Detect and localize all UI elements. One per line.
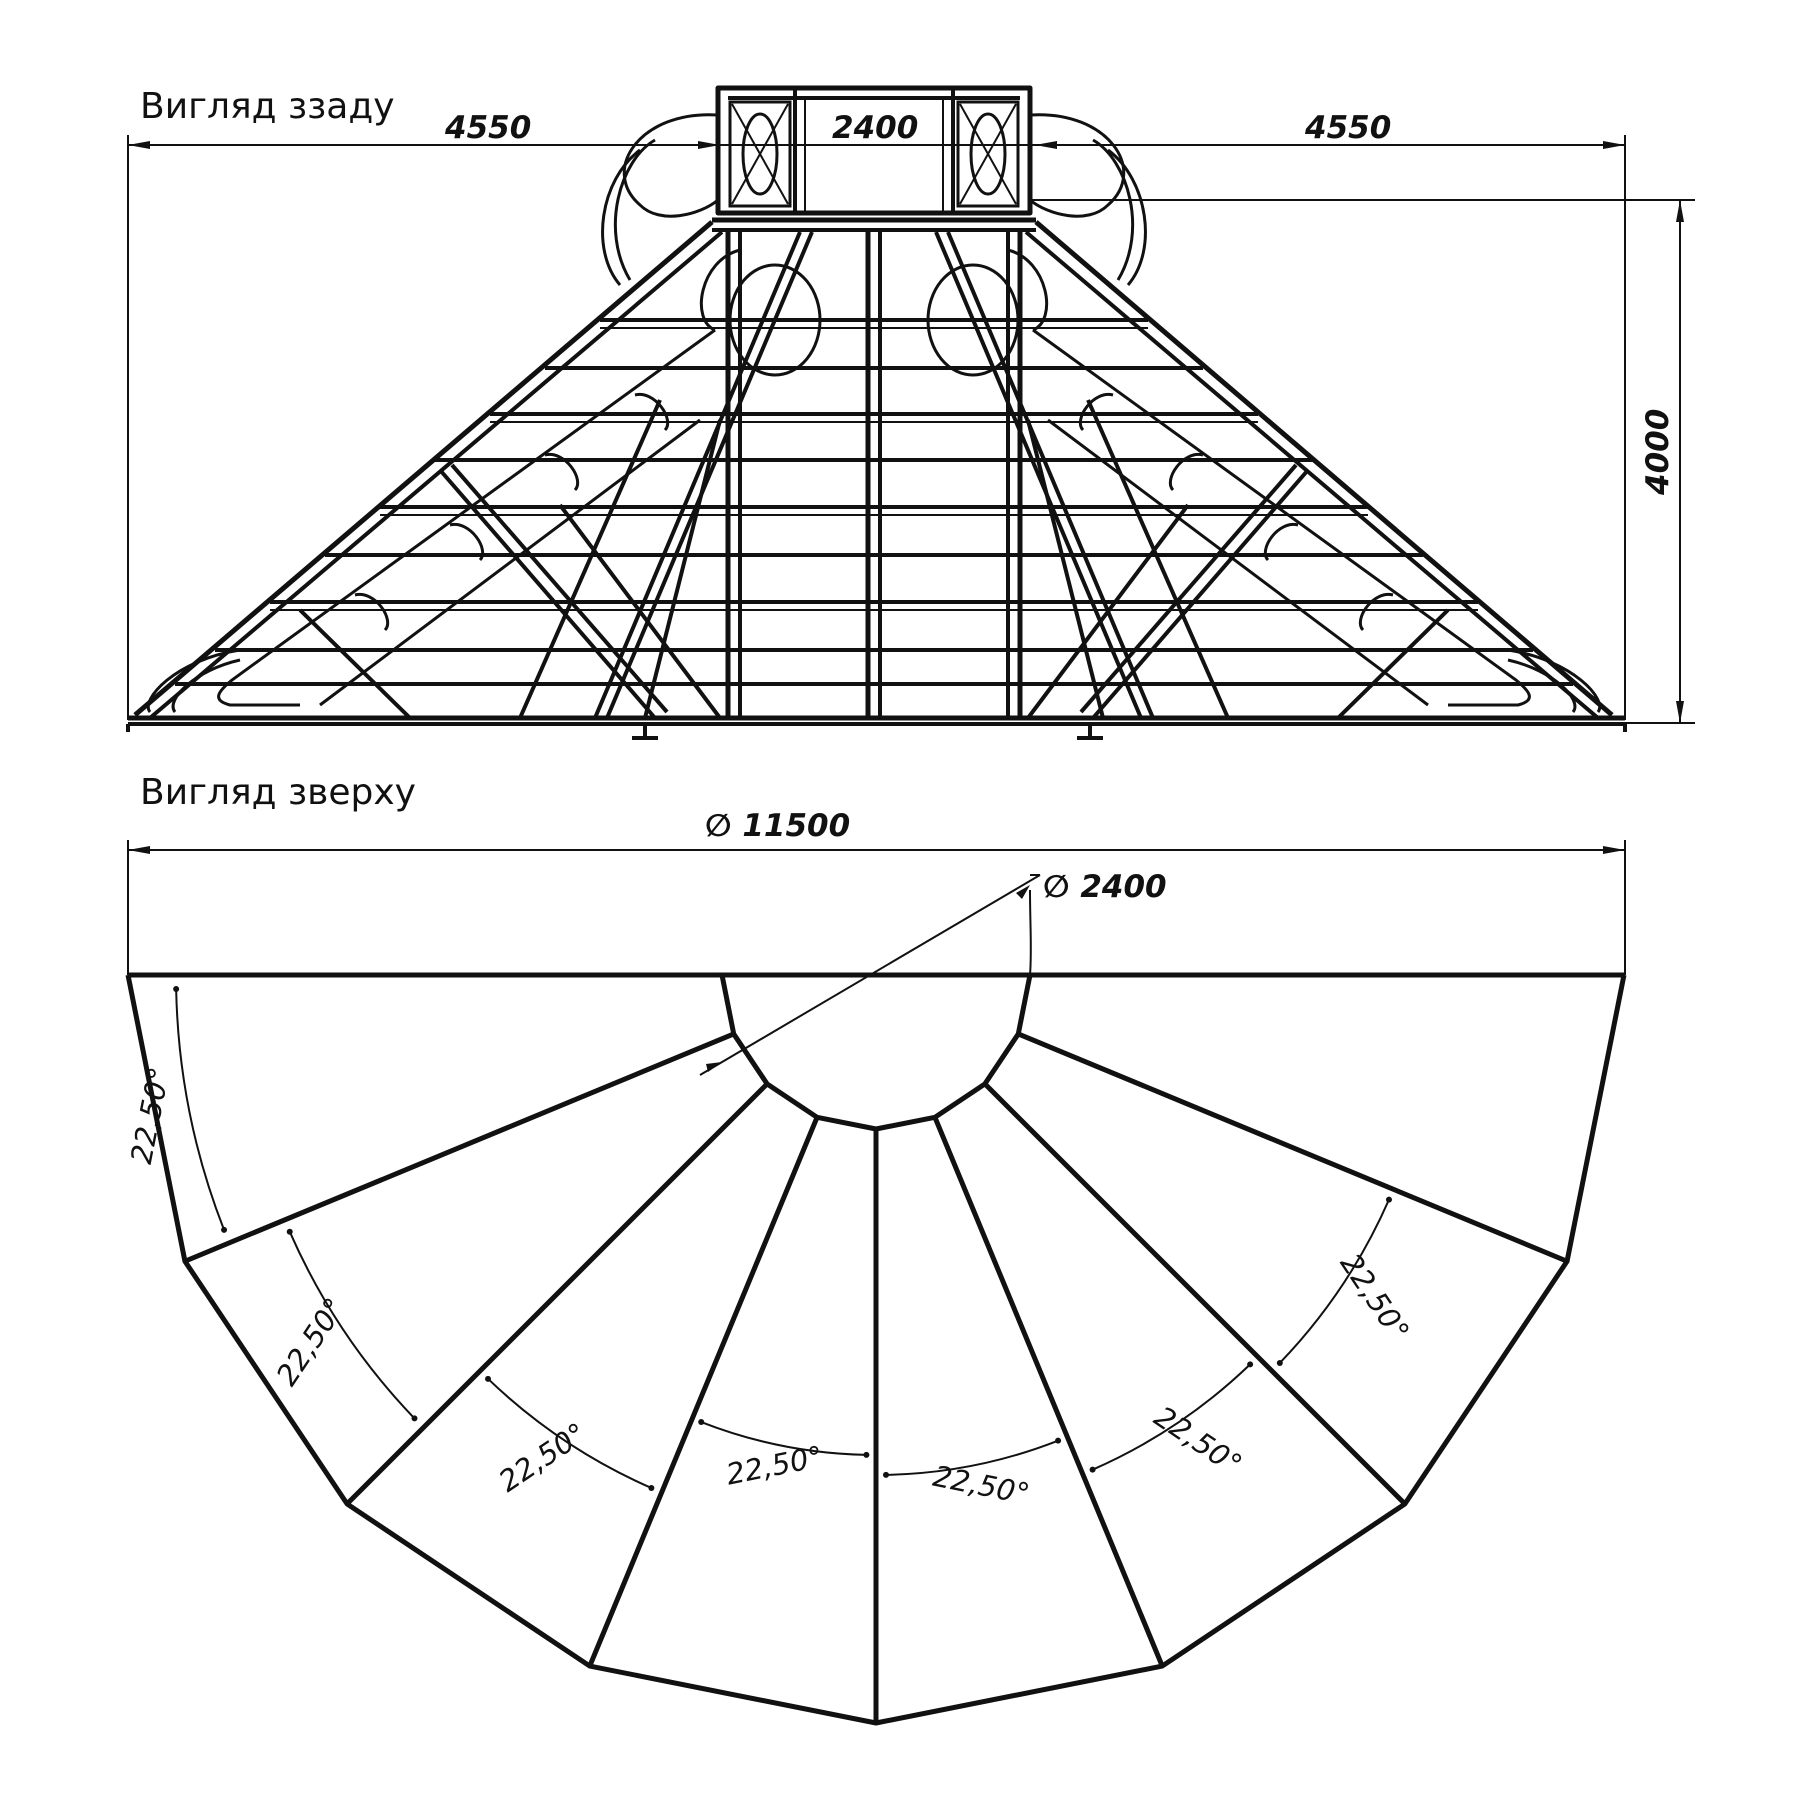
dim-center-width: 2400: [832, 110, 918, 146]
angle-arrow-tip: [1089, 1466, 1096, 1473]
angle-label: 22,50°: [124, 1064, 176, 1166]
angle-arc: [175, 988, 225, 1231]
angle-arrow-tip: [698, 1419, 705, 1426]
sector-divider: [983, 1082, 1407, 1506]
sector-divider: [1017, 1031, 1569, 1264]
angle-arc: [1279, 1199, 1390, 1364]
dim-outer-diameter: ∅ 11500: [705, 808, 850, 844]
angle-arc: [700, 1421, 867, 1456]
angle-arrow-tip: [1247, 1361, 1254, 1368]
dim-inner-diameter: ∅ 2400: [1043, 869, 1167, 905]
angle-arc: [1092, 1363, 1251, 1471]
angle-label: 22,50°: [1334, 1247, 1416, 1347]
dim-left-width: 4550: [444, 110, 531, 146]
angle-dimensions: 22,50° 22,50° 22,50° 22,50° 22,50° 22,50° 22,5…: [124, 985, 1416, 1511]
angle-arrow-tip: [173, 985, 180, 992]
angle-arrow-tip: [411, 1415, 418, 1422]
inner-diameter-dimension: ∅ 2400: [699, 869, 1167, 1076]
angle-arrow-tip: [648, 1484, 655, 1491]
sector-divider: [587, 1116, 820, 1668]
sector-divider: [932, 1116, 1165, 1668]
dim-height: 4000: [1640, 409, 1676, 496]
angle-label: 22,50°: [930, 1459, 1032, 1511]
outer-diameter-dimension: ∅ 11500: [127, 808, 1626, 975]
sector-divider: [183, 1031, 735, 1264]
angle-arc: [885, 1439, 1059, 1476]
top-view: Вигляд зверху ∅ 11500 ∅ 2400 22,50°22,50…: [124, 772, 1627, 1726]
inner-polygon: [719, 974, 1033, 1132]
right-slide-tube: [926, 248, 1602, 713]
angle-arrow-tip: [863, 1451, 870, 1458]
dim-right-width: 4550: [1304, 110, 1391, 146]
angle-label: 22,50°: [269, 1292, 351, 1392]
top-view-title: Вигляд зверху: [140, 772, 416, 813]
angle-arrow-tip: [1385, 1196, 1392, 1203]
rear-view-title: Вигляд ззаду: [140, 86, 395, 127]
sector-divider: [345, 1082, 769, 1506]
height-dimension: 4000: [1030, 199, 1695, 724]
pyramid-frame: [128, 220, 1625, 726]
left-tube-bend: [622, 113, 719, 218]
angle-arrow-tip: [286, 1228, 293, 1235]
plan-sectors: [125, 974, 1627, 1726]
top-cabin: [712, 85, 1036, 232]
width-dimension: 4550 2400 4550: [127, 110, 1626, 720]
angle-arrow-tip: [1276, 1359, 1283, 1366]
base-feet: [126, 724, 1627, 740]
right-tube-bend: [1029, 113, 1126, 218]
angle-label: 22,50°: [493, 1416, 593, 1499]
angle-arrow-tip: [221, 1226, 228, 1233]
angle-arc: [288, 1231, 416, 1420]
angle-arc: [487, 1378, 652, 1489]
left-slide-tube: [146, 248, 822, 713]
angle-label: 22,50°: [1148, 1399, 1248, 1482]
angle-arrow-tip: [485, 1375, 492, 1382]
angle-arrow-tip: [1055, 1437, 1062, 1444]
rear-view: Вигляд ззаду 4550 2400 4550 4000: [126, 85, 1695, 740]
angle-label: 22,50°: [723, 1439, 825, 1491]
angle-arrow-tip: [882, 1471, 889, 1478]
